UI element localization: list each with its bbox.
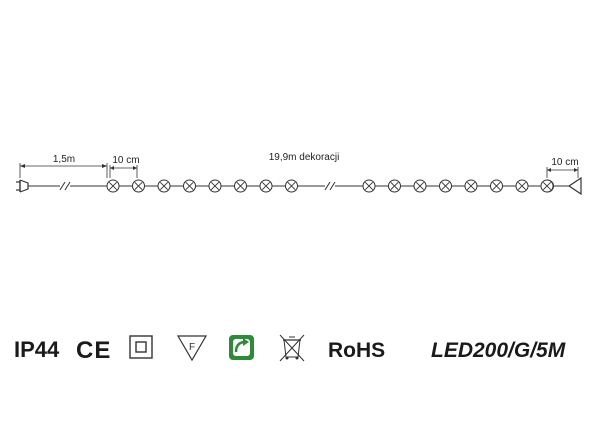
wire-break-middle — [324, 181, 336, 191]
dimension-spacing-right: 10 cm — [546, 157, 579, 178]
f-mark-letter: F — [189, 342, 195, 353]
ip-rating: IP44 — [14, 337, 60, 362]
led-bulb-icon — [132, 179, 145, 193]
led-bulb-icon — [388, 179, 401, 193]
led-bulb-icon — [285, 179, 298, 193]
led-bulb-icon — [515, 179, 529, 193]
green-recycle-icon — [229, 335, 254, 360]
led-bulb-icon — [208, 179, 222, 193]
wire-break-left — [59, 181, 71, 191]
led-bulb-icon — [183, 179, 196, 193]
led-bulb-icon — [540, 179, 554, 193]
led-bulb-icon — [439, 179, 452, 193]
led-bulb-icon — [157, 179, 171, 193]
led-bulb-icon — [413, 179, 427, 193]
led-bulb-icon — [234, 179, 247, 193]
dimension-spacing-left: 10 cm — [109, 155, 140, 178]
spacing-left-label: 10 cm — [112, 155, 139, 166]
led-bulb-icon — [259, 179, 273, 193]
end-cap-icon — [567, 176, 582, 196]
total-length-label: 19,9m dekoracji — [269, 152, 340, 163]
spacing-right-label: 10 cm — [551, 157, 578, 168]
wiring-diagram: 1,5m 10 cm 19,9m dekoracji 10 cm — [16, 152, 582, 196]
plug-icon — [16, 179, 29, 193]
crossed-bin-icon — [279, 334, 305, 362]
model-number: LED200/G/5M — [431, 339, 566, 362]
dimension-lead-length: 1,5m — [19, 154, 108, 178]
led-bulb-icon — [490, 179, 503, 193]
rohs-mark: RoHS — [328, 339, 385, 362]
f-triangle-icon: F — [176, 335, 208, 362]
double-square-icon — [129, 335, 153, 359]
led-bulb-icon — [464, 179, 478, 193]
led-bulb-icon — [362, 179, 376, 193]
led-bulbs — [106, 179, 554, 193]
ce-mark: CE — [76, 337, 111, 364]
lead-length-label: 1,5m — [53, 154, 75, 165]
certification-row: IP44 CE F RoHS LED200/G/5M — [14, 334, 566, 364]
led-bulb-icon — [106, 179, 120, 193]
